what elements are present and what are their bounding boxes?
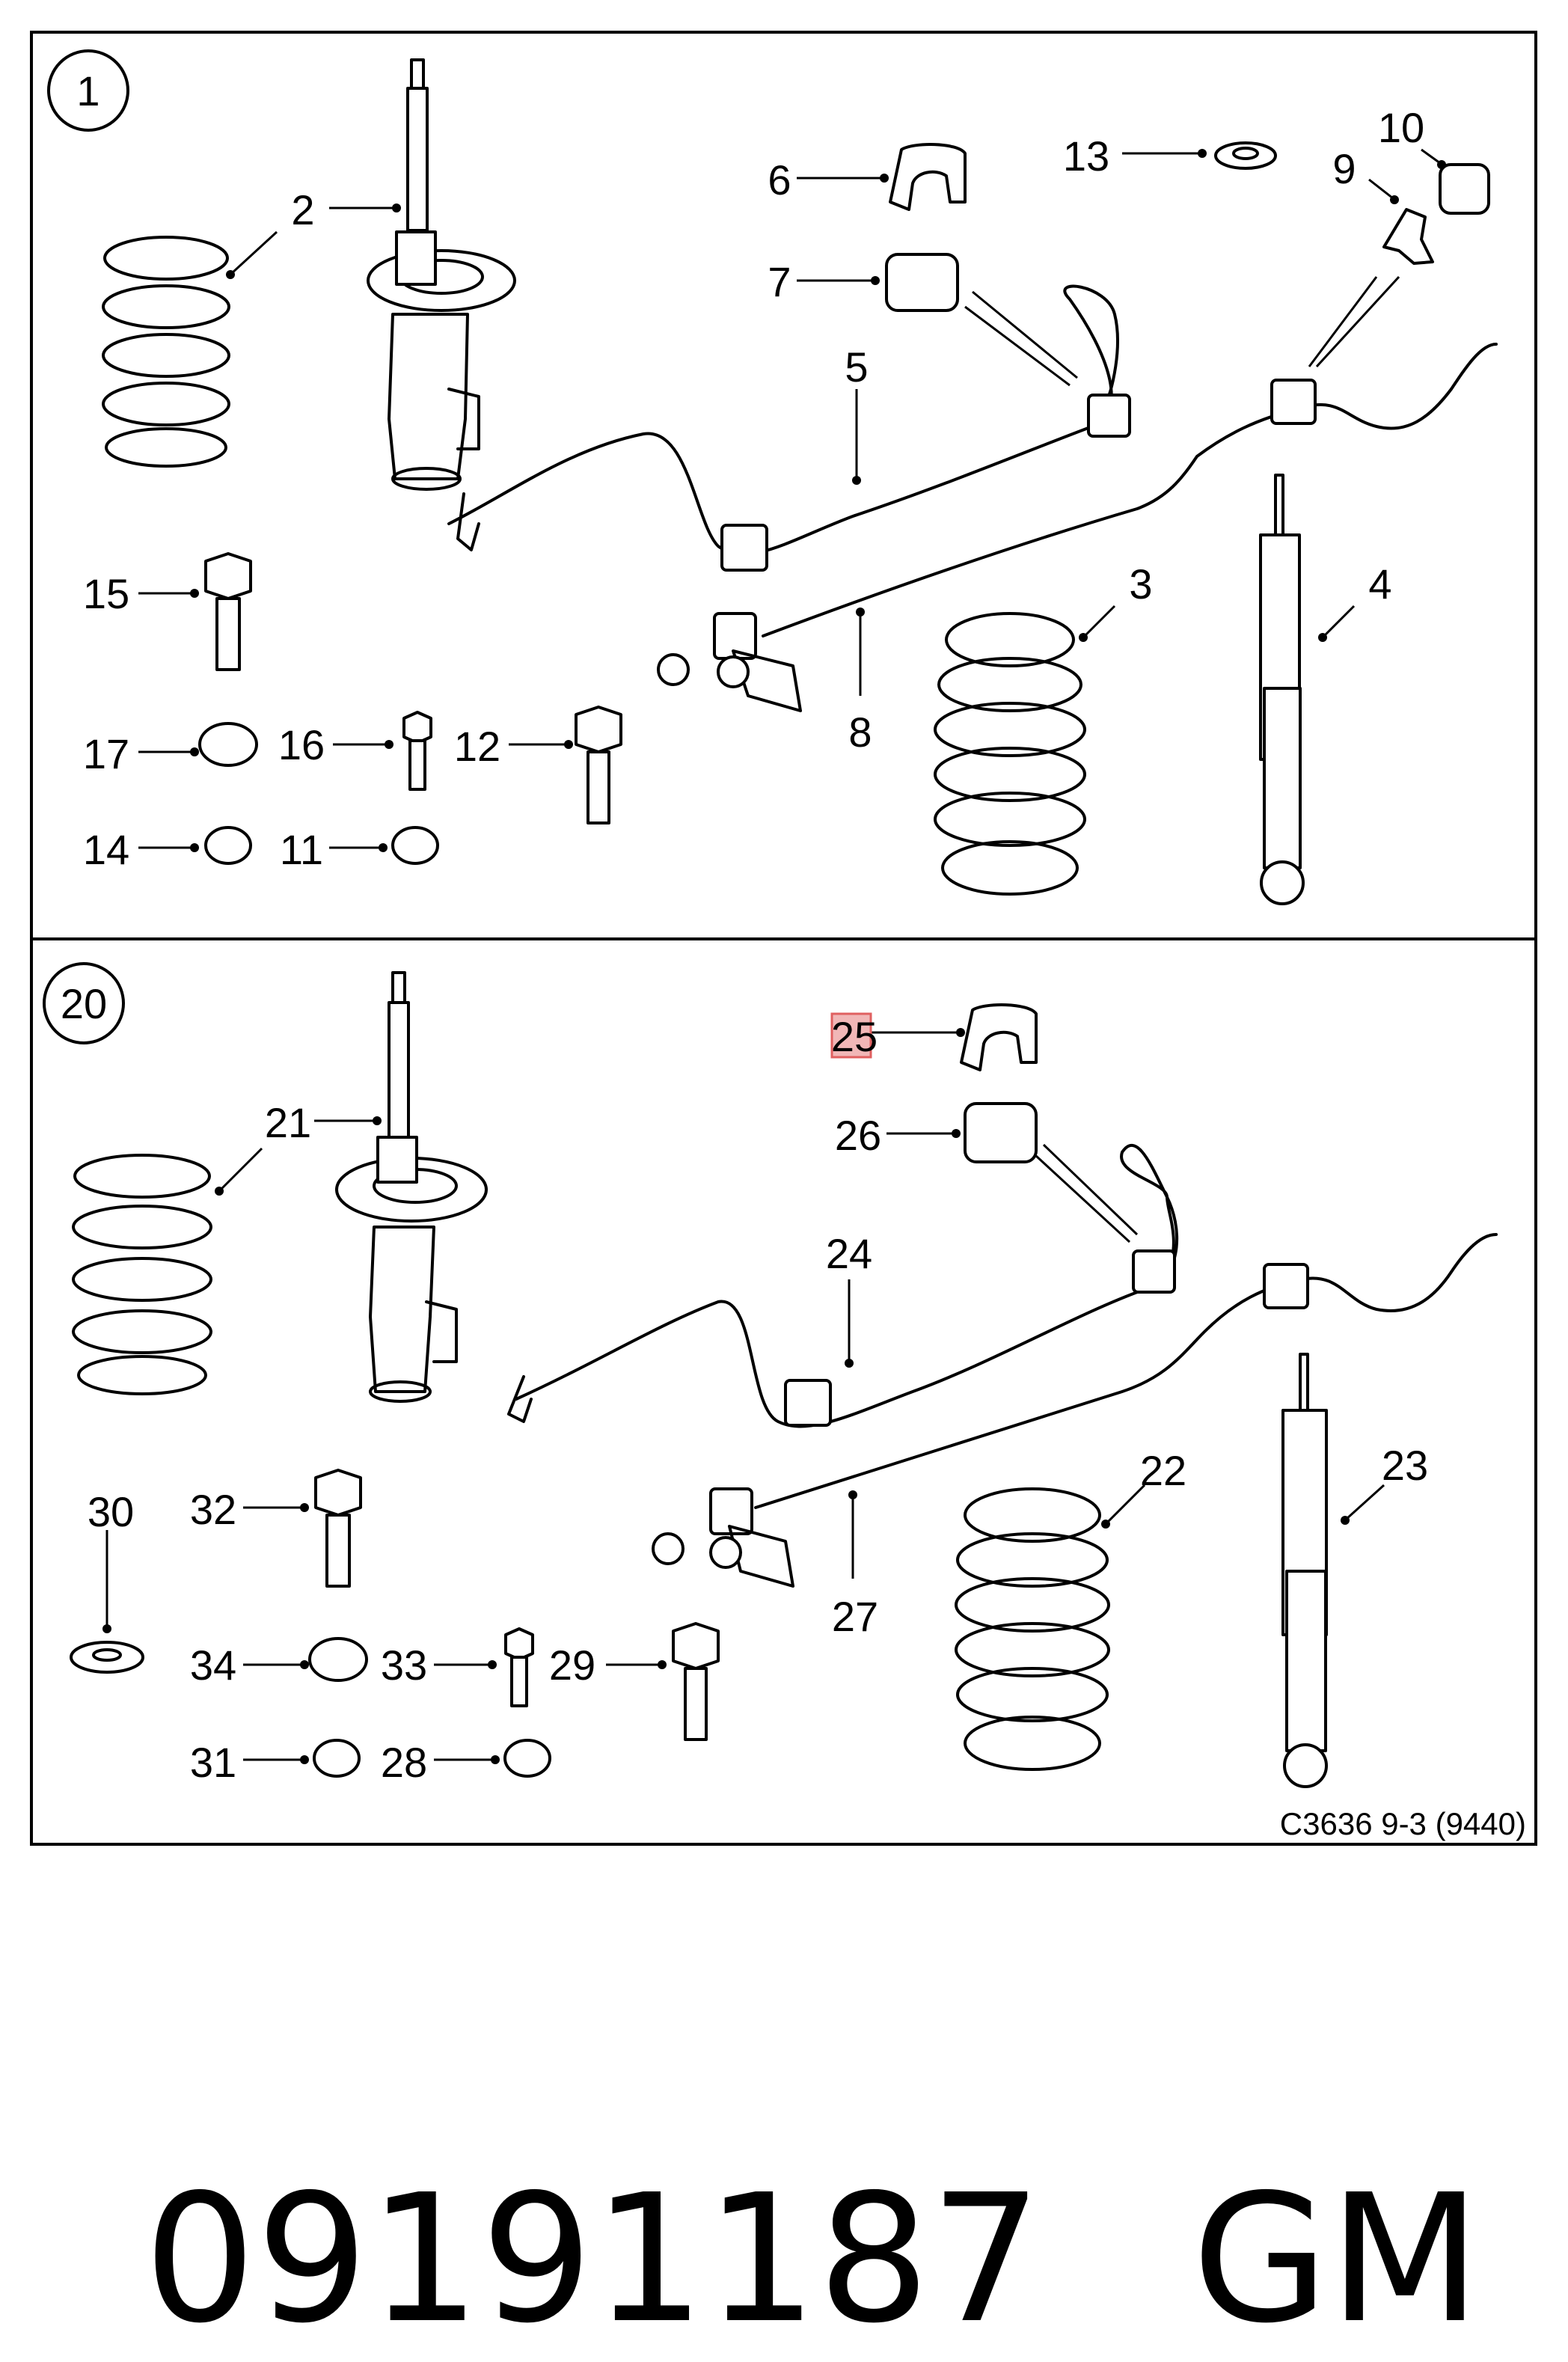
callout-25-highlight	[830, 1012, 872, 1059]
callout-17: 17	[83, 730, 129, 777]
part-number: 09191187	[144, 2156, 1043, 2362]
front-coil-spring	[102, 236, 230, 468]
front-strut	[367, 58, 516, 491]
callout-33: 33	[381, 1642, 427, 1689]
panel-1-badge	[47, 49, 129, 132]
bolt-16-shape	[402, 711, 432, 791]
callout-28: 28	[381, 1739, 427, 1786]
nut-14-shape	[204, 826, 252, 865]
washer-30-shape	[70, 1641, 144, 1674]
nut-11-shape	[391, 826, 439, 865]
callout-2: 2	[291, 186, 314, 233]
rear-stabilizer-bar-2	[652, 1233, 1498, 1588]
callout-7: 7	[768, 258, 791, 305]
callout-4: 4	[1368, 560, 1391, 608]
nut-31-shape	[313, 1739, 361, 1778]
callout-14: 14	[83, 826, 129, 873]
callout-25: 25	[831, 1013, 878, 1060]
callout-32: 32	[190, 1486, 236, 1533]
panel-20-badge	[43, 962, 125, 1044]
panel-20-leaders	[102, 1028, 1385, 1764]
callout-16: 16	[278, 721, 325, 768]
front-stabilizer-bar-2	[507, 1144, 1179, 1428]
rear-stabilizer-bar	[657, 343, 1498, 712]
bolt-12-shape	[575, 706, 622, 824]
callout-34: 34	[190, 1642, 236, 1689]
callout-31: 31	[190, 1739, 236, 1786]
callout-10: 10	[1378, 104, 1424, 151]
panel-20-number: 20	[61, 980, 107, 1027]
callout-23: 23	[1382, 1442, 1428, 1489]
callout-13: 13	[1063, 132, 1109, 180]
front-stabilizer-bar	[447, 284, 1131, 572]
bushing-26-shape	[964, 1102, 1038, 1163]
callout-27: 27	[832, 1593, 878, 1640]
callout-29: 29	[549, 1642, 595, 1689]
panel-2-frame	[30, 937, 1537, 1846]
parts-diagram: 1	[30, 31, 1537, 1846]
front-coil-spring-2	[72, 1154, 212, 1395]
panel-20: 20	[43, 962, 1526, 1841]
bolt-32-shape	[314, 1469, 362, 1588]
bolt-29-shape	[672, 1622, 720, 1741]
callout-3: 3	[1129, 560, 1152, 608]
drawing-reference: C3636 9-3 (9440)	[1280, 1806, 1526, 1841]
washer-13-shape	[1214, 141, 1277, 170]
rear-coil-spring-2	[955, 1487, 1110, 1771]
callout-12: 12	[454, 723, 500, 770]
panel-1: 1	[47, 49, 1498, 905]
nut-34-shape	[308, 1637, 368, 1682]
bracket-9-shape	[1382, 208, 1434, 265]
callout-9: 9	[1332, 145, 1356, 192]
callout-24: 24	[826, 1230, 872, 1277]
nut-17-shape	[198, 722, 258, 767]
nut-28-shape	[503, 1739, 551, 1778]
bushing-10-shape	[1439, 163, 1490, 215]
bolt-15-shape	[204, 552, 252, 671]
rear-coil-spring	[934, 612, 1086, 896]
callout-22: 22	[1140, 1447, 1186, 1494]
callout-5: 5	[845, 343, 868, 391]
bolt-33-shape	[504, 1627, 534, 1707]
panel-1-number: 1	[76, 67, 99, 114]
brand-name: GM	[1192, 2156, 1481, 2362]
callout-8: 8	[848, 709, 872, 756]
callout-15: 15	[83, 570, 129, 617]
front-strut-2	[335, 971, 488, 1403]
bracket-6-shape	[889, 143, 967, 211]
panel-1-leaders	[138, 148, 1446, 852]
bracket-25-shape	[960, 1003, 1038, 1071]
rear-shock-absorber	[1259, 474, 1305, 905]
callout-30: 30	[88, 1488, 134, 1535]
rear-shock-absorber-2	[1281, 1353, 1328, 1788]
callout-11: 11	[280, 826, 323, 873]
callout-6: 6	[768, 156, 791, 204]
callout-26: 26	[835, 1112, 881, 1159]
bushing-7-shape	[885, 253, 959, 312]
callout-21: 21	[265, 1099, 311, 1146]
